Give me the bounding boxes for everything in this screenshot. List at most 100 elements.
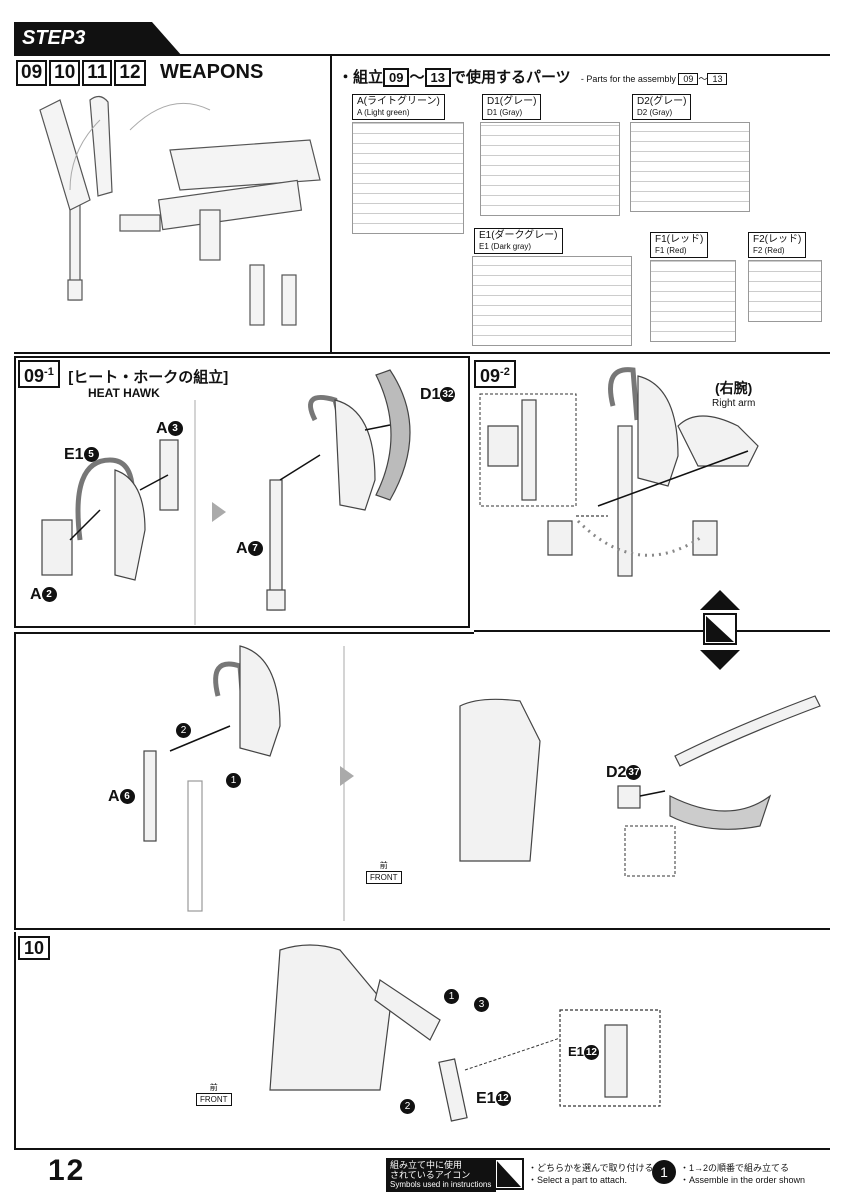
step-09-2-sub: -2 [500, 366, 510, 378]
right-arm-label: (右腕) Right arm [712, 378, 755, 409]
sprue-label-e1: E1(ダークグレー)E1 (Dark gray) [474, 228, 563, 254]
step-10-left-rule [14, 932, 16, 1150]
step-label: STEP3 [22, 27, 86, 49]
label-e112-num: 12 [495, 1091, 511, 1107]
step-09-2-rule [474, 630, 830, 632]
step-09-3-bottom-rule [14, 928, 830, 930]
label-a3-num: 3 [167, 421, 183, 437]
step-10-marker-3: 3 [474, 996, 489, 1014]
sprue-f2-en: F2 (Red) [753, 246, 785, 255]
sprue-f1-image [650, 260, 736, 342]
parts-en-sep: 〜 [698, 74, 708, 84]
sprue-label-f2: F2(レッド)F2 (Red) [748, 232, 807, 258]
sprue-label-d2: D2(グレー)D2 (Gray) [632, 94, 692, 120]
weapons-title: WEAPONS [159, 61, 264, 83]
weapons-overview-illustration [39, 95, 321, 326]
step-10-illustration [269, 944, 661, 1122]
parts-range-start: 09 [383, 68, 410, 87]
step-09-2-illustration [479, 367, 759, 577]
label-e112b-num: 12 [583, 1045, 599, 1061]
parts-title-en: - Parts for the assembly 09〜13 [580, 73, 728, 85]
step-10-num: 10 [18, 936, 51, 960]
sprue-d1-image [480, 122, 620, 216]
sprue-a-en: A (Light green) [357, 108, 410, 117]
step-10-marker-3-num: 3 [474, 997, 489, 1013]
top-rule [14, 54, 830, 56]
order-marker-1-num: 1 [226, 773, 241, 789]
sprue-label-d1: D1(グレー)D1 (Gray) [482, 94, 542, 120]
label-a7-letter: A [236, 540, 248, 557]
right-arm-jp: (右腕) [715, 380, 753, 396]
step-10-marker-1: 1 [444, 988, 459, 1006]
sprue-d2-en: D2 (Gray) [637, 108, 673, 117]
sprue-e1-jp: E1(ダークグレー) [479, 230, 558, 241]
step-09-1-header: 09-1 [ヒート・ホークの組立] [18, 360, 228, 388]
step-10-marker-2: 2 [400, 1098, 415, 1116]
sprue-d2-jp: D2(グレー) [637, 96, 687, 107]
top-divider [330, 54, 332, 354]
front-icon-1-en: FRONT [366, 871, 402, 884]
step-09-1-flow-arrow [212, 502, 226, 522]
parts-en-prefix: - Parts for the assembly [580, 74, 676, 84]
weapons-num-12: 12 [114, 60, 146, 86]
parts-title-suffix: で使用するパーツ [450, 69, 571, 86]
top-bottom-rule [14, 352, 830, 354]
icons-legend-jp-2: されているアイコン [390, 1170, 471, 1180]
front-icon-2-en: FRONT [196, 1093, 232, 1106]
label-e112b-letter: E1 [568, 1044, 584, 1059]
parts-en-start: 09 [678, 73, 699, 85]
label-e112-letter: E1 [476, 1090, 496, 1107]
front-icon-2: 前 FRONT [196, 1082, 232, 1106]
parts-title-prefix: ・組立 [338, 69, 384, 86]
step-09-2-num: 09 [480, 366, 501, 386]
label-a7-num: 7 [247, 541, 263, 557]
parts-range-end: 13 [424, 68, 451, 87]
step-banner-shape [14, 22, 182, 56]
label-e15-num: 5 [83, 447, 99, 463]
step-10-marker-2-num: 2 [400, 1099, 415, 1115]
sprue-f2-image [748, 260, 822, 322]
step-09-3-left-rule [14, 632, 16, 930]
sprue-d2-image [630, 122, 750, 212]
select-part-en: ・Select a part to attach. [528, 1175, 628, 1185]
right-arm-en: Right arm [712, 398, 756, 409]
sprue-d1-en: D1 (Gray) [487, 108, 523, 117]
sprue-label-a: A(ライトグリーン)A (Light green) [352, 94, 445, 120]
icons-legend-en: Symbols used in instructions [390, 1180, 492, 1189]
step-09-1-panel [14, 356, 470, 628]
sprue-f2-jp: F2(レッド) [753, 234, 802, 245]
front-icon-1: 前 FRONT [366, 860, 402, 884]
order-icon-num: 1 [652, 1160, 676, 1184]
step-09-3-illustration [143, 645, 821, 921]
step-09-1-sub: -1 [44, 366, 54, 378]
step-09-1-num: 09 [24, 366, 45, 386]
sprue-f1-en: F1 (Red) [655, 246, 687, 255]
weapons-num-11: 11 [82, 60, 113, 86]
step-09-1-title-jp: [ヒート・ホークの組立] [68, 369, 229, 386]
step-10-header: 10 [18, 936, 51, 960]
step-09-1-tag: 09-1 [18, 360, 60, 388]
label-a2-letter: A [30, 586, 42, 603]
label-a6-num: 6 [119, 789, 135, 805]
label-d237-letter: D2 [606, 764, 627, 781]
parts-en-end: 13 [707, 73, 728, 85]
step-09-1-title-en: HEAT HAWK [88, 386, 160, 400]
heat-hawk-assembly-illustration [41, 369, 411, 625]
sprue-f1-jp: F1(レッド) [655, 234, 704, 245]
label-e15-letter: E1 [64, 446, 84, 463]
sprue-e1-en: E1 (Dark gray) [479, 242, 532, 251]
order-en: ・Assemble in the order shown [680, 1175, 806, 1185]
order-icon: 1 [652, 1160, 676, 1184]
step-09-2-header: 09-2 [474, 360, 516, 388]
select-part-legend: ・どちらかを選んで取り付ける ・Select a part to attach. [528, 1162, 654, 1186]
step-09-3-top-rule [14, 632, 474, 634]
page-number: 12 [48, 1154, 86, 1187]
